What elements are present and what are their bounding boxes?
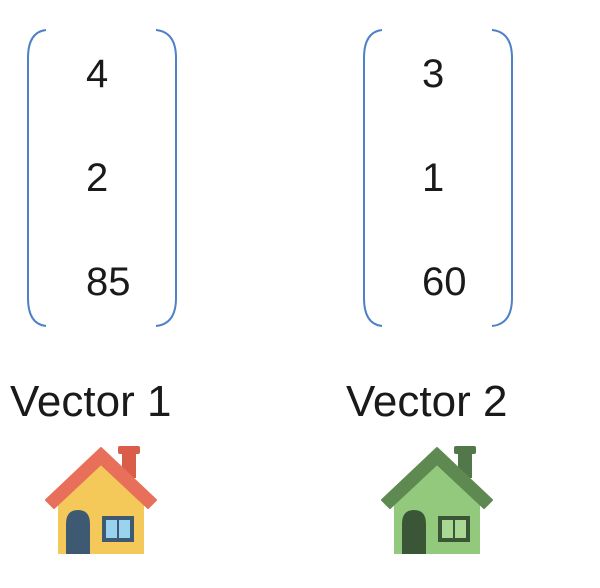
vector-1-entry-1: 4	[86, 52, 109, 96]
right-bracket	[155, 29, 177, 327]
house-icon	[381, 446, 493, 554]
vector-2-entry-1: 3	[422, 52, 445, 96]
vector-1-entry-3: 85	[86, 260, 131, 304]
vector-2: 3 1 60 Vector 2	[336, 0, 576, 588]
house-icon	[45, 446, 157, 554]
vector-2-entry-2: 1	[422, 156, 445, 200]
left-bracket	[27, 29, 47, 327]
vector-1-label: Vector 1	[10, 377, 172, 426]
vector-2-label: Vector 2	[346, 377, 508, 426]
left-bracket	[363, 29, 383, 327]
vector-1-brackets	[27, 29, 177, 327]
vector-2-entry-3: 60	[422, 260, 467, 304]
vector-2-brackets	[363, 29, 513, 327]
vector-1: 4 2 85 Vector 1	[0, 0, 240, 588]
vector-1-entry-2: 2	[86, 156, 109, 200]
right-bracket	[491, 29, 513, 327]
